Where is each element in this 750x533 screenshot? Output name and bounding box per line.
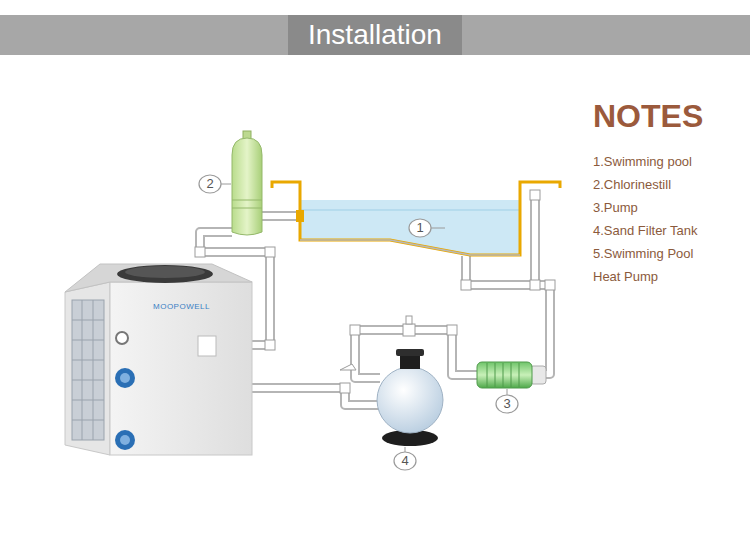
note-item: 1.Swimming pool (593, 150, 715, 173)
callout-number: 2 (199, 176, 221, 192)
title-text: Installation (288, 15, 462, 55)
notes-heading: NOTES (593, 98, 703, 134)
note-item: 4.Sand Filter Tank (593, 219, 715, 242)
note-item: 5.Swimming Pool Heat Pump (593, 242, 715, 288)
callout-number: 4 (394, 453, 416, 469)
note-item: 3.Pump (593, 196, 715, 219)
notes-list: 1.Swimming pool2.Chlorinestill3.Pump4.Sa… (593, 150, 715, 288)
note-item: 2.Chlorinestill (593, 173, 715, 196)
brand-name: MOOPOWELL (153, 302, 210, 312)
callout-number: 3 (496, 396, 518, 412)
callout-number: 1 (409, 220, 431, 236)
